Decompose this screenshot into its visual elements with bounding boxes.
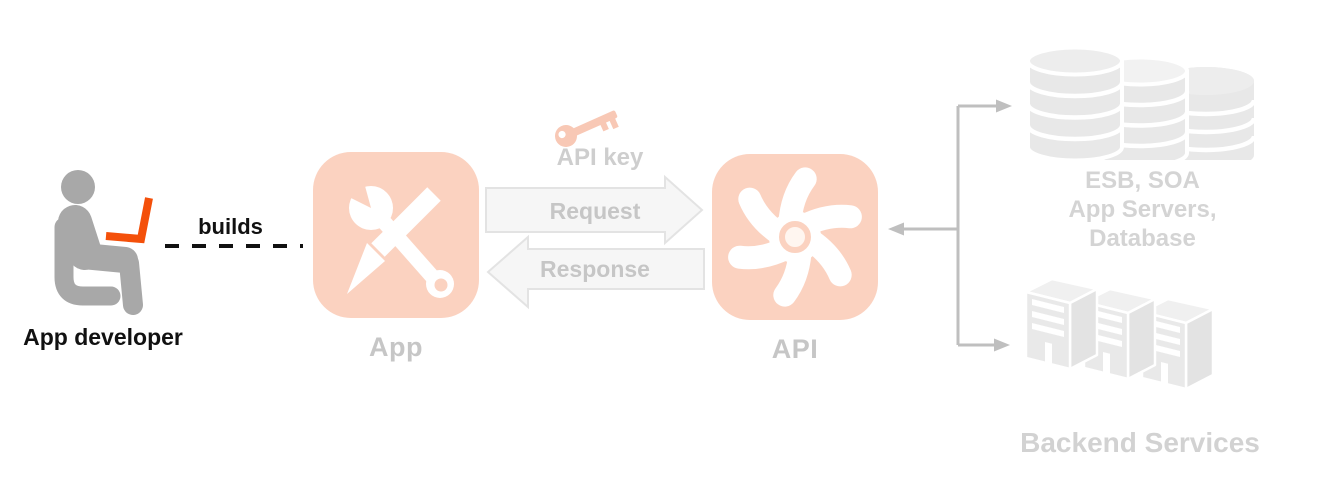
app-developer-label: App developer (23, 324, 183, 350)
request-arrow-shape (485, 174, 704, 246)
arrowhead-right-top (996, 99, 1012, 113)
builds-dashed-line (165, 244, 303, 248)
server-towers-icon (1024, 278, 1215, 391)
request-label: Request (549, 198, 641, 224)
api-label: API (771, 334, 819, 364)
esb-label-line2: App Servers, (1068, 196, 1217, 223)
key-icon (555, 110, 619, 147)
esb-label-line1: ESB, SOA (1085, 167, 1200, 194)
arrowhead-right-bottom (994, 338, 1010, 352)
app-label: App (369, 332, 423, 362)
esb-label: ESB, SOA App Servers, Database (1030, 166, 1255, 253)
builds-label: builds (198, 214, 263, 239)
api-key-label: API key (556, 144, 644, 171)
request-response-arrows (485, 174, 705, 310)
api-icon (712, 154, 878, 320)
arrowhead-left-api (888, 222, 904, 236)
app-icon (313, 152, 479, 318)
backend-services-label: Backend Services (1020, 427, 1260, 458)
response-label: Response (540, 256, 650, 282)
branch-connector (888, 99, 1012, 352)
person-at-laptop-icon (54, 170, 153, 315)
database-stack-icon (1025, 45, 1257, 160)
response-arrow-shape (486, 234, 705, 310)
esb-label-line3: Database (1089, 225, 1196, 252)
